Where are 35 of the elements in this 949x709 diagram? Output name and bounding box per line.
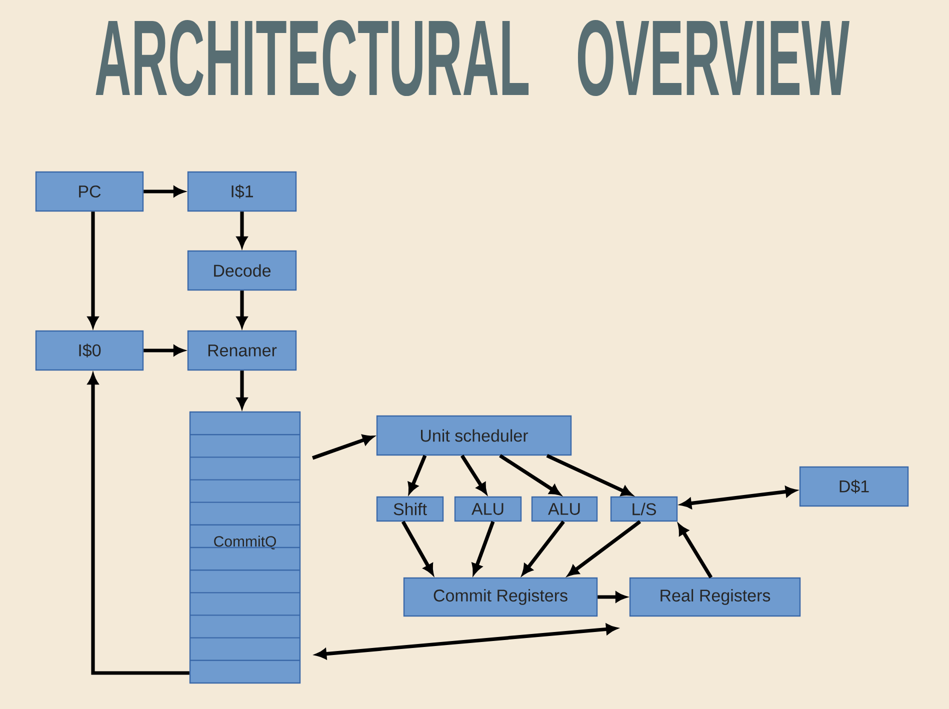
process-box: I$1 xyxy=(187,171,297,212)
arrow xyxy=(598,592,626,602)
arrow xyxy=(680,486,796,509)
arrow xyxy=(88,212,98,328)
arrow xyxy=(316,624,617,660)
arrow xyxy=(499,454,560,496)
process-box: Real Registers xyxy=(629,577,801,617)
arrow xyxy=(88,374,190,675)
process-box: Decode xyxy=(187,250,297,291)
arrow xyxy=(236,370,248,408)
arrow xyxy=(546,454,632,496)
arrow xyxy=(678,524,713,578)
process-box: D$1 xyxy=(799,466,909,507)
arrow xyxy=(236,212,248,248)
process-box: ALU xyxy=(454,496,522,522)
process-box: Renamer xyxy=(187,330,297,371)
process-box: Shift xyxy=(376,496,444,522)
arrow xyxy=(401,520,434,575)
arrow xyxy=(144,186,184,197)
arrow xyxy=(472,520,495,574)
arrow xyxy=(460,454,487,494)
arrow xyxy=(312,434,374,460)
arrow xyxy=(408,454,427,494)
arrow xyxy=(144,345,184,356)
process-box: Commit Registers xyxy=(403,577,598,617)
process-box: L/S xyxy=(610,496,678,522)
arrow xyxy=(568,520,642,576)
process-box: ALU xyxy=(531,496,598,522)
arrow xyxy=(236,290,248,328)
process-box: I$0 xyxy=(35,330,144,371)
process-box: PC xyxy=(35,171,144,212)
queue-box: CommitQ xyxy=(189,411,301,684)
process-box: Unit scheduler xyxy=(376,415,572,456)
title: ARCHITECTURAL OVERVIEW xyxy=(96,20,850,96)
arrow xyxy=(522,520,565,576)
